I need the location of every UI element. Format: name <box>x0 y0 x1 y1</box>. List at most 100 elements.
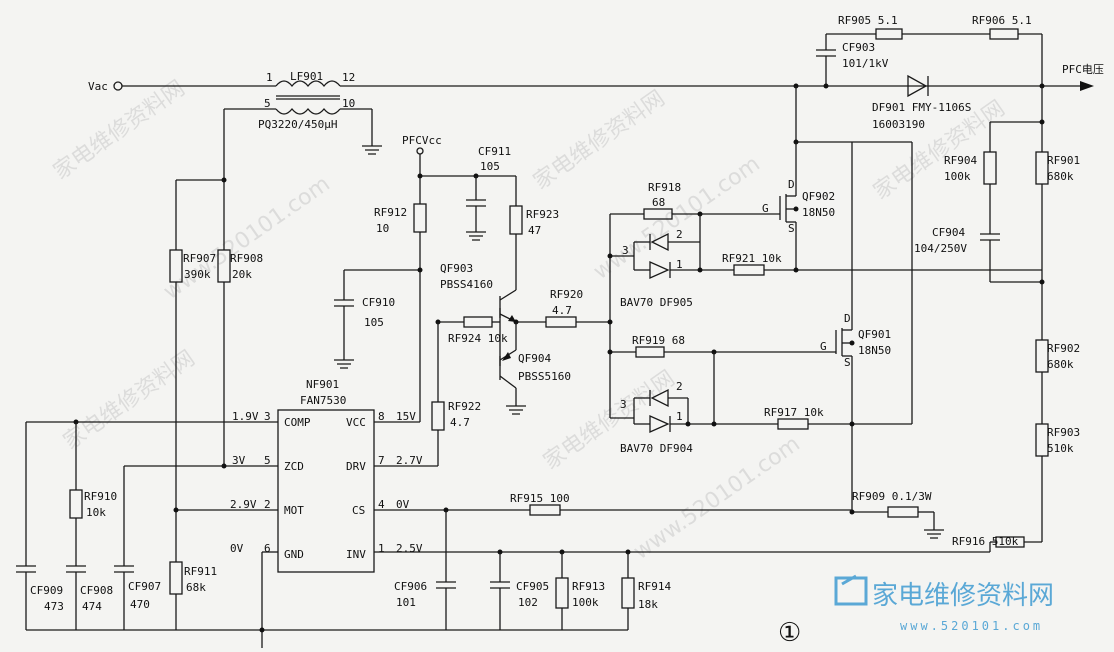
ic-num-2: 2 <box>264 498 271 511</box>
ic-pin-drv: DRV <box>346 460 366 473</box>
cf909-value: 473 <box>44 600 64 613</box>
df905-label: BAV70 DF905 <box>620 296 693 309</box>
gate-network: RF918 68 3 2 1 BAV70 DF905 RF921 10k RF9… <box>516 141 1042 455</box>
ic-volt-gnd: 0V <box>230 542 244 555</box>
rf924-label: RF924 10k <box>448 332 508 345</box>
df904-pin2: 2 <box>676 380 683 393</box>
cf903-ref: CF903 <box>842 41 875 54</box>
rf909-label: RF909 0.1/3W <box>852 490 932 503</box>
rf923-value: 47 <box>528 224 541 237</box>
rf916-label: RF916 510k <box>952 535 1019 548</box>
rf903-value: 510k <box>1047 442 1074 455</box>
ic-num-8: 8 <box>378 410 385 423</box>
ic-volt-inv: 2.5V <box>396 542 423 555</box>
ic-volt-mot: 2.9V <box>230 498 257 511</box>
cf905-ref: CF905 <box>516 580 549 593</box>
cf904-value: 104/250V <box>914 242 967 255</box>
rf912-value: 10 <box>376 222 389 235</box>
watermark-cn: 家电维修资料网 <box>49 76 190 185</box>
logo-text-cn: 家电维修资料网 <box>872 581 1054 611</box>
ic-pin-vcc: VCC <box>346 416 366 429</box>
rf912-ref: RF912 <box>374 206 407 219</box>
ic-volt-vcc: 15V <box>396 410 416 423</box>
cf909-ref: CF909 <box>30 584 63 597</box>
ic-pin-cs: CS <box>352 504 365 517</box>
cf910-value: 105 <box>364 316 384 329</box>
ic-pin-inv: INV <box>346 548 366 561</box>
rf904-value: 100k <box>944 170 971 183</box>
output-divider: RF916 510k RF901 680k RF902 680k RF903 5… <box>914 86 1080 552</box>
ic-num-5: 5 <box>264 454 271 467</box>
ic-num-4: 4 <box>378 498 385 511</box>
rf902-value: 680k <box>1047 358 1074 371</box>
df901-ref: DF901 FMY-1106S <box>872 101 971 114</box>
watermark-cn: 家电维修资料网 <box>59 346 200 455</box>
rf911-ref: RF911 <box>184 565 217 578</box>
qf901-pin-d: D <box>844 312 851 325</box>
rf907-value: 390k <box>184 268 211 281</box>
rf920-value: 4.7 <box>552 304 572 317</box>
rf918-ref: RF918 <box>648 181 681 194</box>
logo-url: www.520101.com <box>900 619 1043 633</box>
rf910-ref: RF910 <box>84 490 117 503</box>
cf907-ref: CF907 <box>128 580 161 593</box>
ic-volt-zcd: 3V <box>232 454 246 467</box>
rf918-value: 68 <box>652 196 665 209</box>
rf922-ref: RF922 <box>448 400 481 413</box>
qf904-value: PBSS5160 <box>518 370 571 383</box>
lf901-pin10: 10 <box>342 97 355 110</box>
left-network: RF907 390k RF908 20k RF911 68k CF909 473… <box>16 109 628 648</box>
df904-pin3: 3 <box>620 398 627 411</box>
rf901-value: 680k <box>1047 170 1074 183</box>
qf903-ref: QF903 <box>440 262 473 275</box>
rf923-ref: RF923 <box>526 208 559 221</box>
rf910-value: 10k <box>86 506 106 519</box>
bottom-filter: CF906 101 CF905 102 RF913 100k RF914 18k <box>394 510 671 630</box>
lf901-pin12: 12 <box>342 71 355 84</box>
rf908-value: 20k <box>232 268 252 281</box>
qf902-pin-d: D <box>788 178 795 191</box>
cf904-ref: CF904 <box>932 226 965 239</box>
ic-nf901: NF901 FAN7530 COMP ZCD MOT GND VCC DRV C… <box>230 378 990 573</box>
df905-pin3: 3 <box>622 244 629 257</box>
df905-pin1: 1 <box>676 258 683 271</box>
top-rail: Vac 1 LF901 12 PFC电压 5 10 PQ3220/450μH R… <box>88 14 1104 155</box>
ic-num-1: 1 <box>378 542 385 555</box>
lf901-pin1: 1 <box>266 71 273 84</box>
ic-num-3: 3 <box>264 410 271 423</box>
qf902-value: 18N50 <box>802 206 835 219</box>
qf901-pin-s: S <box>844 356 851 369</box>
qf904-ref: QF904 <box>518 352 551 365</box>
cf906-value: 101 <box>396 596 416 609</box>
ic-volt-cs: 0V <box>396 498 410 511</box>
rf922-value: 4.7 <box>450 416 470 429</box>
rf921-label: RF921 10k <box>722 252 782 265</box>
ic-num-7: 7 <box>378 454 385 467</box>
watermark-cn: 家电维修资料网 <box>529 86 670 195</box>
rf913-value: 100k <box>572 596 599 609</box>
pfc-output-label: PFC电压 <box>1062 63 1104 76</box>
vac-terminal <box>113 81 123 91</box>
rf904-ref: RF904 <box>944 154 977 167</box>
ic-pin-zcd: ZCD <box>284 460 304 473</box>
lf901-pin5: 5 <box>264 97 271 110</box>
qf901-value: 18N50 <box>858 344 891 357</box>
cf908-ref: CF908 <box>80 584 113 597</box>
site-logo: 家电维修资料网 www.520101.com <box>834 574 1054 633</box>
rf913-ref: RF913 <box>572 580 605 593</box>
qf902-ref: QF902 <box>802 190 835 203</box>
rf914-ref: RF914 <box>638 580 671 593</box>
qf901-ref: QF901 <box>858 328 891 341</box>
rf902-ref: RF902 <box>1047 342 1080 355</box>
cf905-value: 102 <box>518 596 538 609</box>
rf915-label: RF915 100 <box>510 492 570 505</box>
ic-pin-gnd: GND <box>284 548 304 561</box>
cf910-ref: CF910 <box>362 296 395 309</box>
mosfet-qf902: D G S QF902 18N50 <box>760 86 853 320</box>
rf903-ref: RF903 <box>1047 426 1080 439</box>
lf901-value: PQ3220/450μH <box>258 118 337 131</box>
watermark-url: www.520101.com <box>159 171 335 304</box>
rf908-ref: RF908 <box>230 252 263 265</box>
ic-pin-comp: COMP <box>284 416 311 429</box>
vac-label: Vac <box>88 80 108 93</box>
